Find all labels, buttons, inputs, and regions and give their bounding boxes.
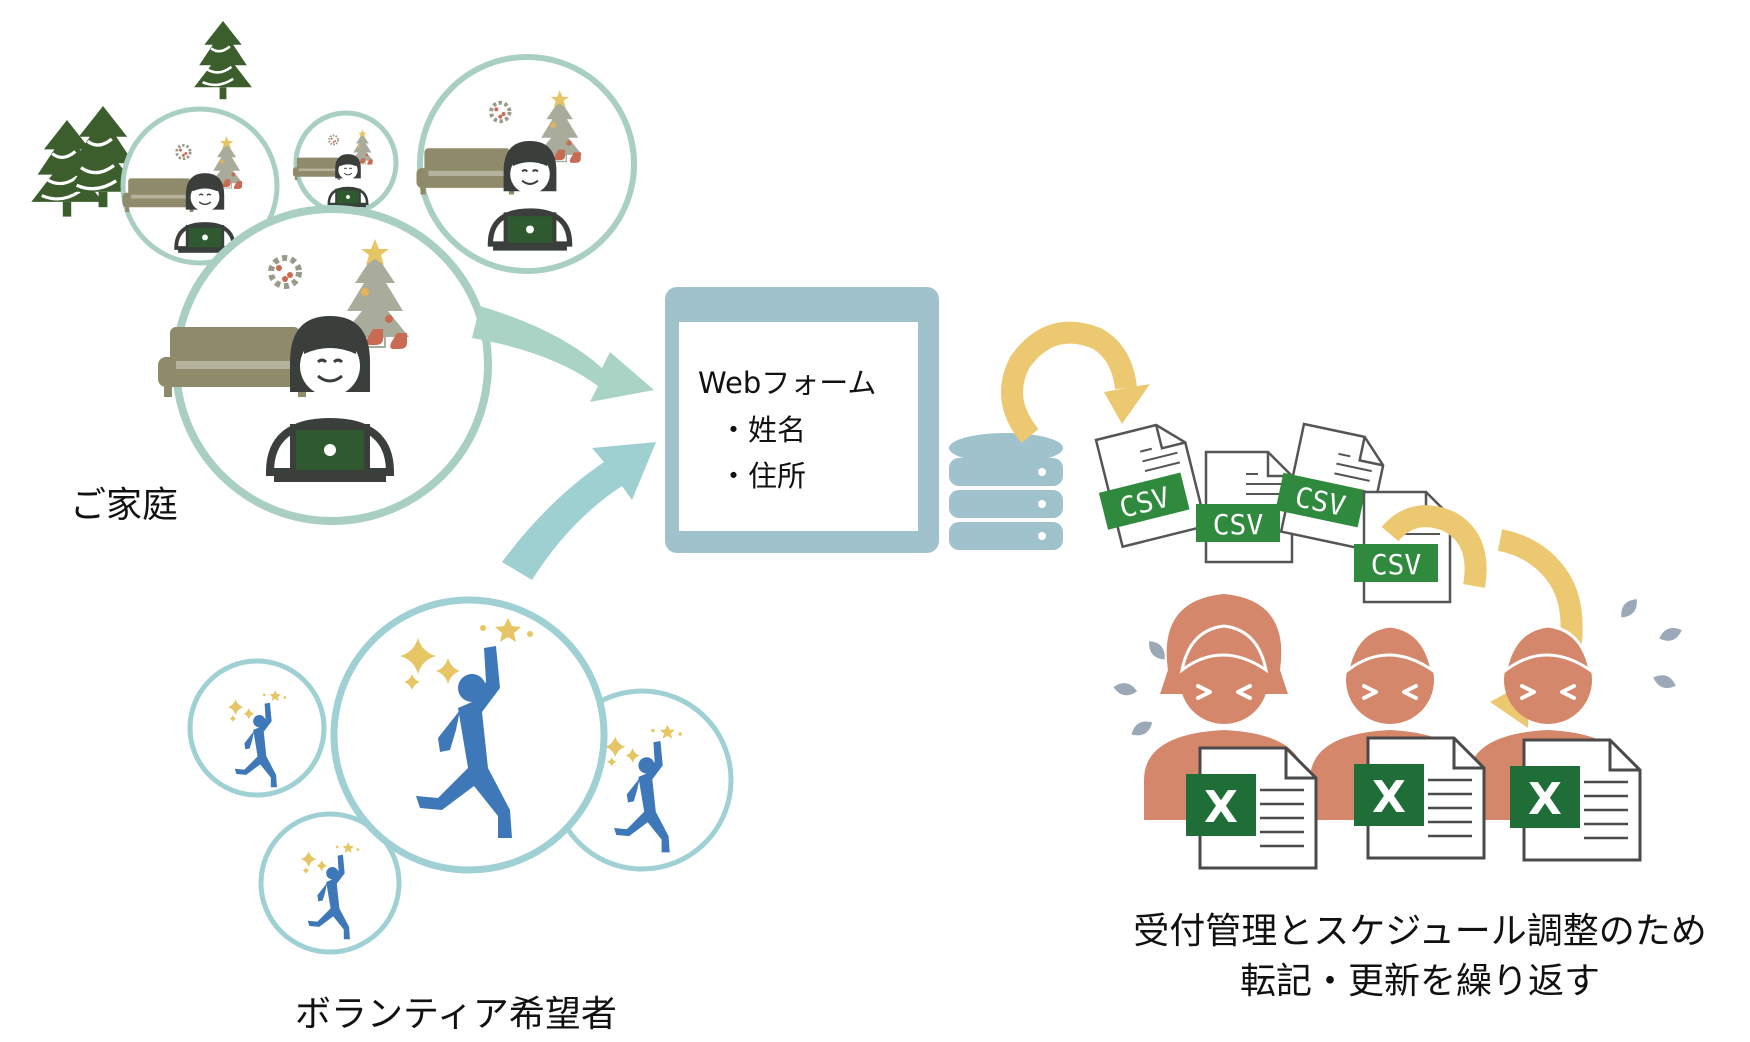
database-icon: [949, 433, 1063, 550]
excel-x-icon: X: [1528, 774, 1562, 825]
volunteer-to-form-arrow: [502, 442, 656, 580]
excel-file-1: X: [1184, 746, 1318, 870]
csv-file-3: CSV: [1270, 420, 1390, 551]
staff-caption-line-1: 受付管理とスケジュール調整のため: [1133, 911, 1707, 952]
web-form-item-address: ・住所: [719, 459, 807, 493]
excel-file-2: X: [1352, 736, 1486, 860]
web-form-item-name: ・姓名: [719, 413, 807, 447]
family-circle-tiny: [291, 110, 399, 216]
staff-person-1: [1142, 594, 1306, 822]
family-circle-main: [158, 205, 492, 525]
sync-arrow-icon: [1001, 321, 1150, 444]
csv-file-4: CSV: [1352, 490, 1452, 604]
family-to-form-arrow: [472, 306, 654, 402]
volunteer-circle-bottom: [258, 811, 402, 955]
web-form-content: Webフォーム ・姓名 ・住所: [679, 322, 918, 531]
volunteer-circle-left: [187, 658, 327, 798]
excel-x-icon: X: [1204, 782, 1238, 833]
csv-label: CSV: [1213, 508, 1264, 541]
csv-label: CSV: [1371, 548, 1422, 581]
volunteer-label: ボランティア希望者: [295, 994, 617, 1035]
csv-file-1: CSV: [1085, 417, 1208, 551]
staff-caption-line-2: 転記・更新を繰り返す: [1239, 961, 1600, 1002]
family-circle-small-left: [120, 106, 280, 266]
volunteer-circle-main: [330, 596, 608, 874]
staff-caption: 受付管理とスケジュール調整のため 転記・更新を繰り返す: [1105, 907, 1735, 1007]
family-circle-right: [416, 54, 637, 274]
excel-file-3: X: [1508, 738, 1642, 862]
family-label: ご家庭: [70, 485, 179, 526]
web-form-title: Webフォーム: [698, 366, 877, 400]
csv-file-2: CSV: [1194, 450, 1294, 564]
web-form-panel: [665, 287, 939, 553]
excel-x-icon: X: [1372, 772, 1406, 823]
